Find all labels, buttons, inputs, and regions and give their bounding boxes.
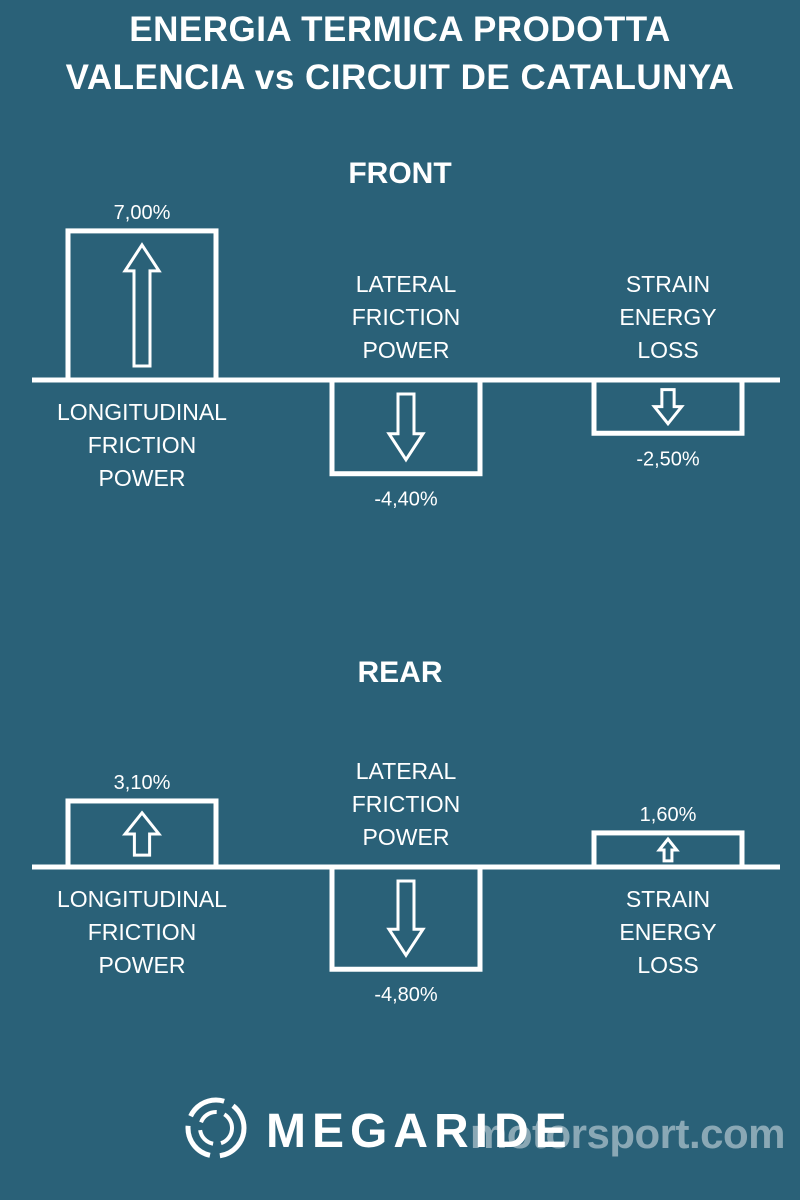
category-label: ENERGY	[619, 304, 716, 330]
megaride-logo-mark	[185, 1097, 247, 1159]
category-label: FRICTION	[352, 304, 461, 330]
megaride-logo-text: MEGARIDE	[266, 1105, 573, 1158]
bar-rear-1	[329, 864, 483, 972]
chart-title-line1: ENERGIA TERMICA PRODOTTA	[129, 10, 671, 49]
motorsport-watermark: motorsport.com	[470, 1110, 786, 1157]
up-arrow-icon	[122, 242, 162, 368]
category-label: LONGITUDINAL	[57, 886, 227, 912]
bar-rear-0	[65, 798, 219, 870]
megaride-logo: MEGARIDE	[185, 1097, 573, 1159]
down-arrow-icon	[386, 392, 426, 463]
bar-front-2	[591, 377, 745, 436]
up-arrow-icon	[656, 836, 680, 863]
category-label: STRAIN	[626, 271, 710, 297]
value-label: 7,00%	[114, 202, 171, 224]
category-label: LATERAL	[356, 271, 457, 297]
category-label: POWER	[363, 337, 450, 363]
category-label: FRICTION	[352, 791, 461, 817]
category-label: LONGITUDINAL	[57, 399, 227, 425]
bar-rear-2	[591, 830, 745, 870]
down-arrow-icon	[386, 879, 426, 958]
chart-section-title-rear: REAR	[357, 656, 442, 689]
category-label: POWER	[99, 952, 186, 978]
category-label: ENERGY	[619, 919, 716, 945]
category-label: POWER	[99, 465, 186, 491]
category-label: LOSS	[637, 952, 698, 978]
chart-section-title-front: FRONT	[348, 157, 451, 190]
category-label: FRICTION	[88, 432, 197, 458]
chart-title-line2: VALENCIA vs CIRCUIT DE CATALUNYA	[65, 58, 735, 97]
category-label: LATERAL	[356, 758, 457, 784]
value-label: -2,50%	[636, 448, 700, 470]
value-label: 1,60%	[640, 804, 697, 826]
up-arrow-icon	[121, 810, 163, 857]
category-label: STRAIN	[626, 886, 710, 912]
category-label: FRICTION	[88, 919, 197, 945]
down-arrow-icon	[651, 388, 685, 427]
bar-front-1	[329, 377, 483, 477]
bar-front-0	[65, 228, 219, 383]
category-label: POWER	[363, 824, 450, 850]
value-label: 3,10%	[114, 772, 171, 794]
value-label: -4,80%	[374, 984, 438, 1006]
value-label: -4,40%	[374, 489, 438, 511]
category-label: LOSS	[637, 337, 698, 363]
bar-charts: FRONT 7,00% LONGITUDINAL FRICTION POWER -4,40…	[32, 157, 780, 1006]
